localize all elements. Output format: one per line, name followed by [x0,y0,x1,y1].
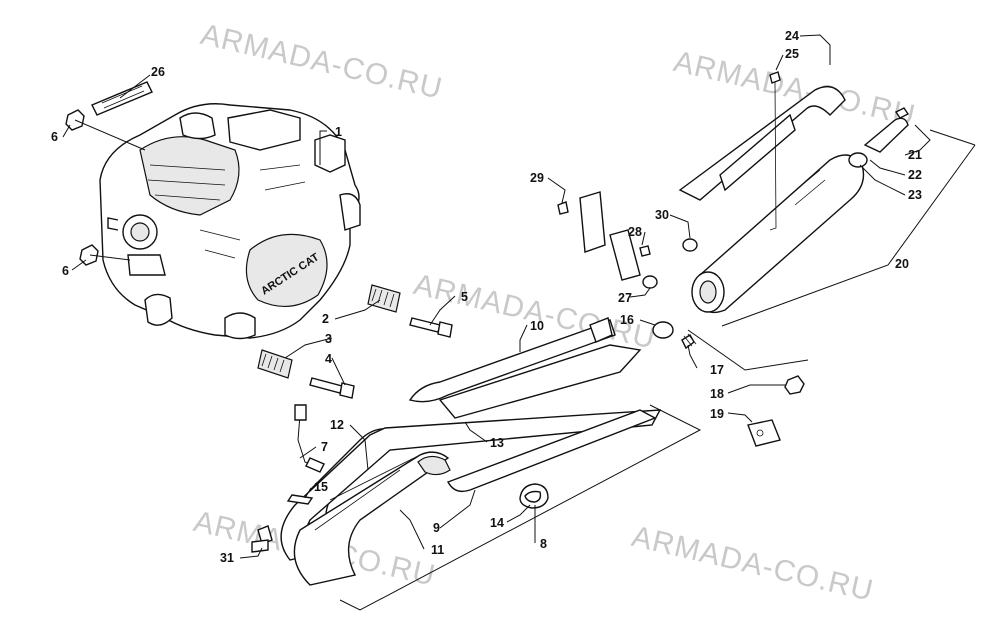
callout-11: 11 [431,543,444,557]
spark-arrestor-part-22 [863,117,909,153]
mid-pipe-end [589,317,613,343]
group-bracket-20 [721,144,976,327]
callout-28: 28 [628,225,642,239]
heat-shield-lower [447,409,657,493]
callout-7: 7 [321,440,328,454]
callout-18: 18 [710,387,724,401]
decal-label-part [91,81,153,116]
muffler-strap [769,81,777,231]
nut-part-18 [784,375,805,395]
callout-4: 4 [325,352,332,366]
callout-3: 3 [325,332,332,346]
callout-31: 31 [220,551,234,565]
stud-part-3 [257,349,293,379]
bracket-part-19 [747,419,781,447]
bolt-part-5 [409,317,453,338]
callout-19: 19 [710,407,724,421]
leader-lines [62,34,931,559]
mid-pipe-part-10 [438,344,642,419]
callout-29: 29 [530,171,544,185]
callout-8: 8 [540,537,547,551]
gasket-part-23 [848,152,868,168]
callout-21: 21 [908,148,922,162]
callout-9: 9 [433,521,440,535]
group-bracket-17 [687,329,809,371]
callout-2: 2 [322,312,329,326]
callout-27: 27 [618,291,632,305]
callout-22: 22 [908,168,922,182]
header-pipe-assembly [280,409,662,586]
callout-13: 13 [490,436,504,450]
callout-numbers: 1 2 3 4 5 6 6 7 8 9 10 11 12 13 14 15 16… [51,29,922,565]
group-bracket-8 [339,404,702,611]
callout-23: 23 [908,188,922,202]
callout-30: 30 [655,208,669,222]
callout-24: 24 [785,29,799,43]
callout-26: 26 [151,65,165,79]
screw-part-29 [557,201,569,215]
bolt-part-31-head [251,539,269,553]
grommet-part-27 [642,275,658,289]
callout-5: 5 [461,290,468,304]
engine-assembly: ARCTIC CAT [99,103,361,340]
callout-17: 17 [710,363,724,377]
callout-16: 16 [620,313,634,327]
callout-6-upper: 6 [51,130,58,144]
screw-part-25 [769,71,781,84]
callout-12: 12 [330,418,344,432]
mid-pipe-heat-shield [408,319,616,403]
callout-15: 15 [314,480,328,494]
screw-part-28 [639,245,651,257]
callout-25: 25 [785,47,799,61]
callout-6-lower: 6 [62,264,69,278]
callout-1: 1 [335,125,342,139]
bracket-part-29 [579,191,606,253]
muffler-assembly [691,154,865,314]
nut-6-lower [79,244,99,266]
grommet-part-30 [682,238,698,252]
stud-part-2 [367,284,401,313]
sensor-tip [305,457,325,473]
callout-14: 14 [490,516,504,530]
callout-10: 10 [530,319,544,333]
clamp-inner [524,490,542,503]
bolt-part-4 [309,377,355,399]
callout-20: 20 [895,257,909,271]
gasket-part-16 [652,321,674,339]
sensor-connector [294,404,307,421]
group-bracket-20-top [929,129,976,146]
bracket-part-27 [609,229,641,281]
screw-part-21 [894,107,910,119]
heat-shield-inner [719,113,796,192]
